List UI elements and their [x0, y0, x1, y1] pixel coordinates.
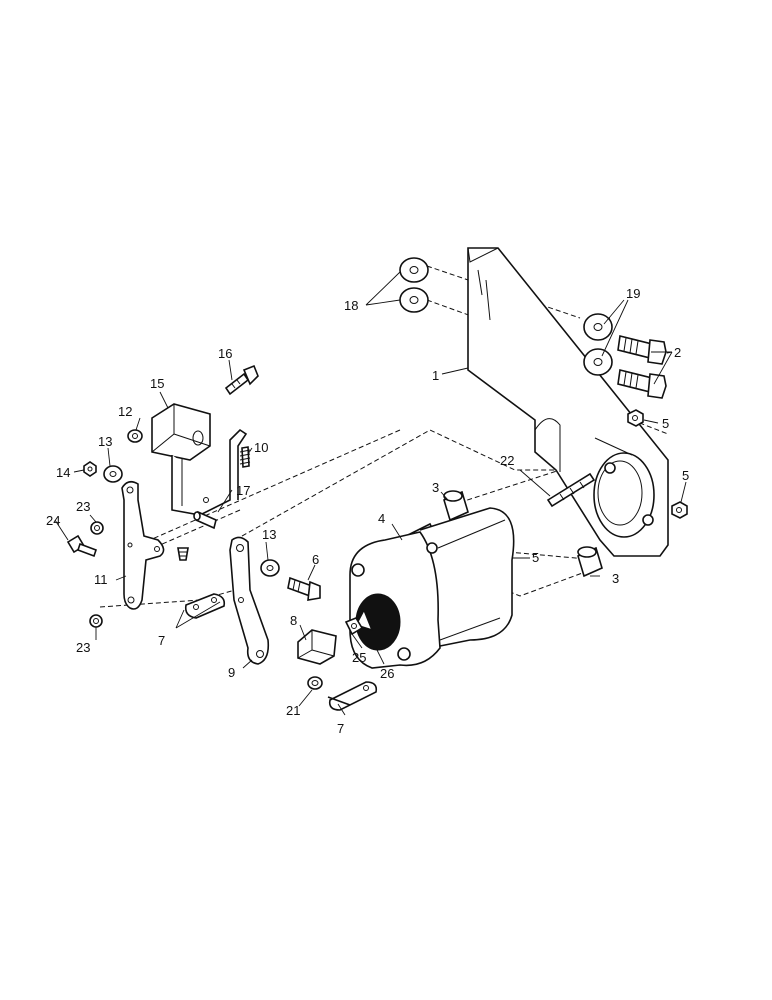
callout-14: 14: [56, 465, 70, 480]
callout-24: 24: [46, 513, 60, 528]
spacer-part-3-lower: [577, 546, 603, 578]
callout-23-lower: 23: [76, 640, 90, 655]
callout-4: 4: [378, 511, 385, 526]
nut-part-5-right: [671, 501, 688, 519]
callout-6: 6: [312, 552, 319, 567]
callout-23-upper: 23: [76, 499, 90, 514]
washer-part-19-top: [583, 313, 613, 341]
callout-16: 16: [218, 346, 232, 361]
callout-12: 12: [118, 404, 132, 419]
pin-plate-part-7-lower: [327, 681, 378, 711]
callout-5-upper: 5: [662, 416, 669, 431]
nut-part-23-upper: [90, 521, 104, 535]
bolt-part-2-top: [617, 335, 667, 365]
boot-part-26: [354, 593, 401, 651]
block-part-8: [297, 629, 337, 665]
nut-part-23-lower: [89, 614, 103, 628]
washer-part-13-left: [103, 465, 123, 483]
callout-25: 25: [352, 650, 366, 665]
callout-18: 18: [344, 298, 358, 313]
leader-lines: [54, 271, 687, 716]
spacer-part-3-upper: [443, 490, 469, 522]
callout-13-left: 13: [98, 434, 112, 449]
washer-part-13-middle: [260, 559, 280, 577]
bolt-part-2-bottom: [617, 369, 667, 399]
bolt-part-6: [287, 576, 321, 601]
callout-8: 8: [290, 613, 297, 628]
callout-17: 17: [236, 483, 250, 498]
callout-5-body: 5: [532, 550, 539, 565]
callout-1: 1: [432, 368, 439, 383]
callout-7-left: 7: [158, 633, 165, 648]
spring-part-10: [239, 446, 251, 468]
callout-21: 21: [286, 703, 300, 718]
nut-part-25: [344, 617, 364, 636]
callout-7-lower: 7: [337, 721, 344, 736]
mounting-plate-part-1: [467, 247, 669, 557]
callout-2: 2: [674, 345, 681, 360]
bolt-part-16: [224, 364, 259, 396]
stud-part-22: [546, 472, 596, 508]
nut-part-14: [83, 461, 97, 477]
set-screw: [177, 547, 189, 561]
pin-part-17: [193, 510, 217, 530]
washer-part-18-top: [399, 257, 429, 283]
lever-part-9: [229, 536, 270, 665]
nut-part-12: [127, 429, 143, 443]
callout-labels: 1 2 3 3 4 5 5 5 6 7 7 8 9 10 11 12 13 13…: [46, 286, 689, 736]
pin-part-24: [66, 534, 98, 558]
callout-19: 19: [626, 286, 640, 301]
link-plate-part-7-left: [184, 593, 226, 619]
callout-11: 11: [94, 572, 108, 587]
washer-part-19-bottom: [583, 348, 613, 376]
callout-15: 15: [150, 376, 164, 391]
bracket-part-15: [151, 403, 248, 516]
callout-3-lower: 3: [612, 571, 619, 586]
callout-13-middle: 13: [262, 527, 276, 542]
callout-22: 22: [500, 453, 514, 468]
washer-part-18-bottom: [399, 287, 429, 313]
callout-9: 9: [228, 665, 235, 680]
nut-part-5-upper: [627, 409, 644, 427]
lever-arm-part-11: [121, 480, 165, 610]
callout-26: 26: [380, 666, 394, 681]
callout-10: 10: [254, 440, 268, 455]
callout-5-right: 5: [682, 468, 689, 483]
nut-part-21: [307, 676, 323, 690]
callout-3-upper: 3: [432, 480, 439, 495]
